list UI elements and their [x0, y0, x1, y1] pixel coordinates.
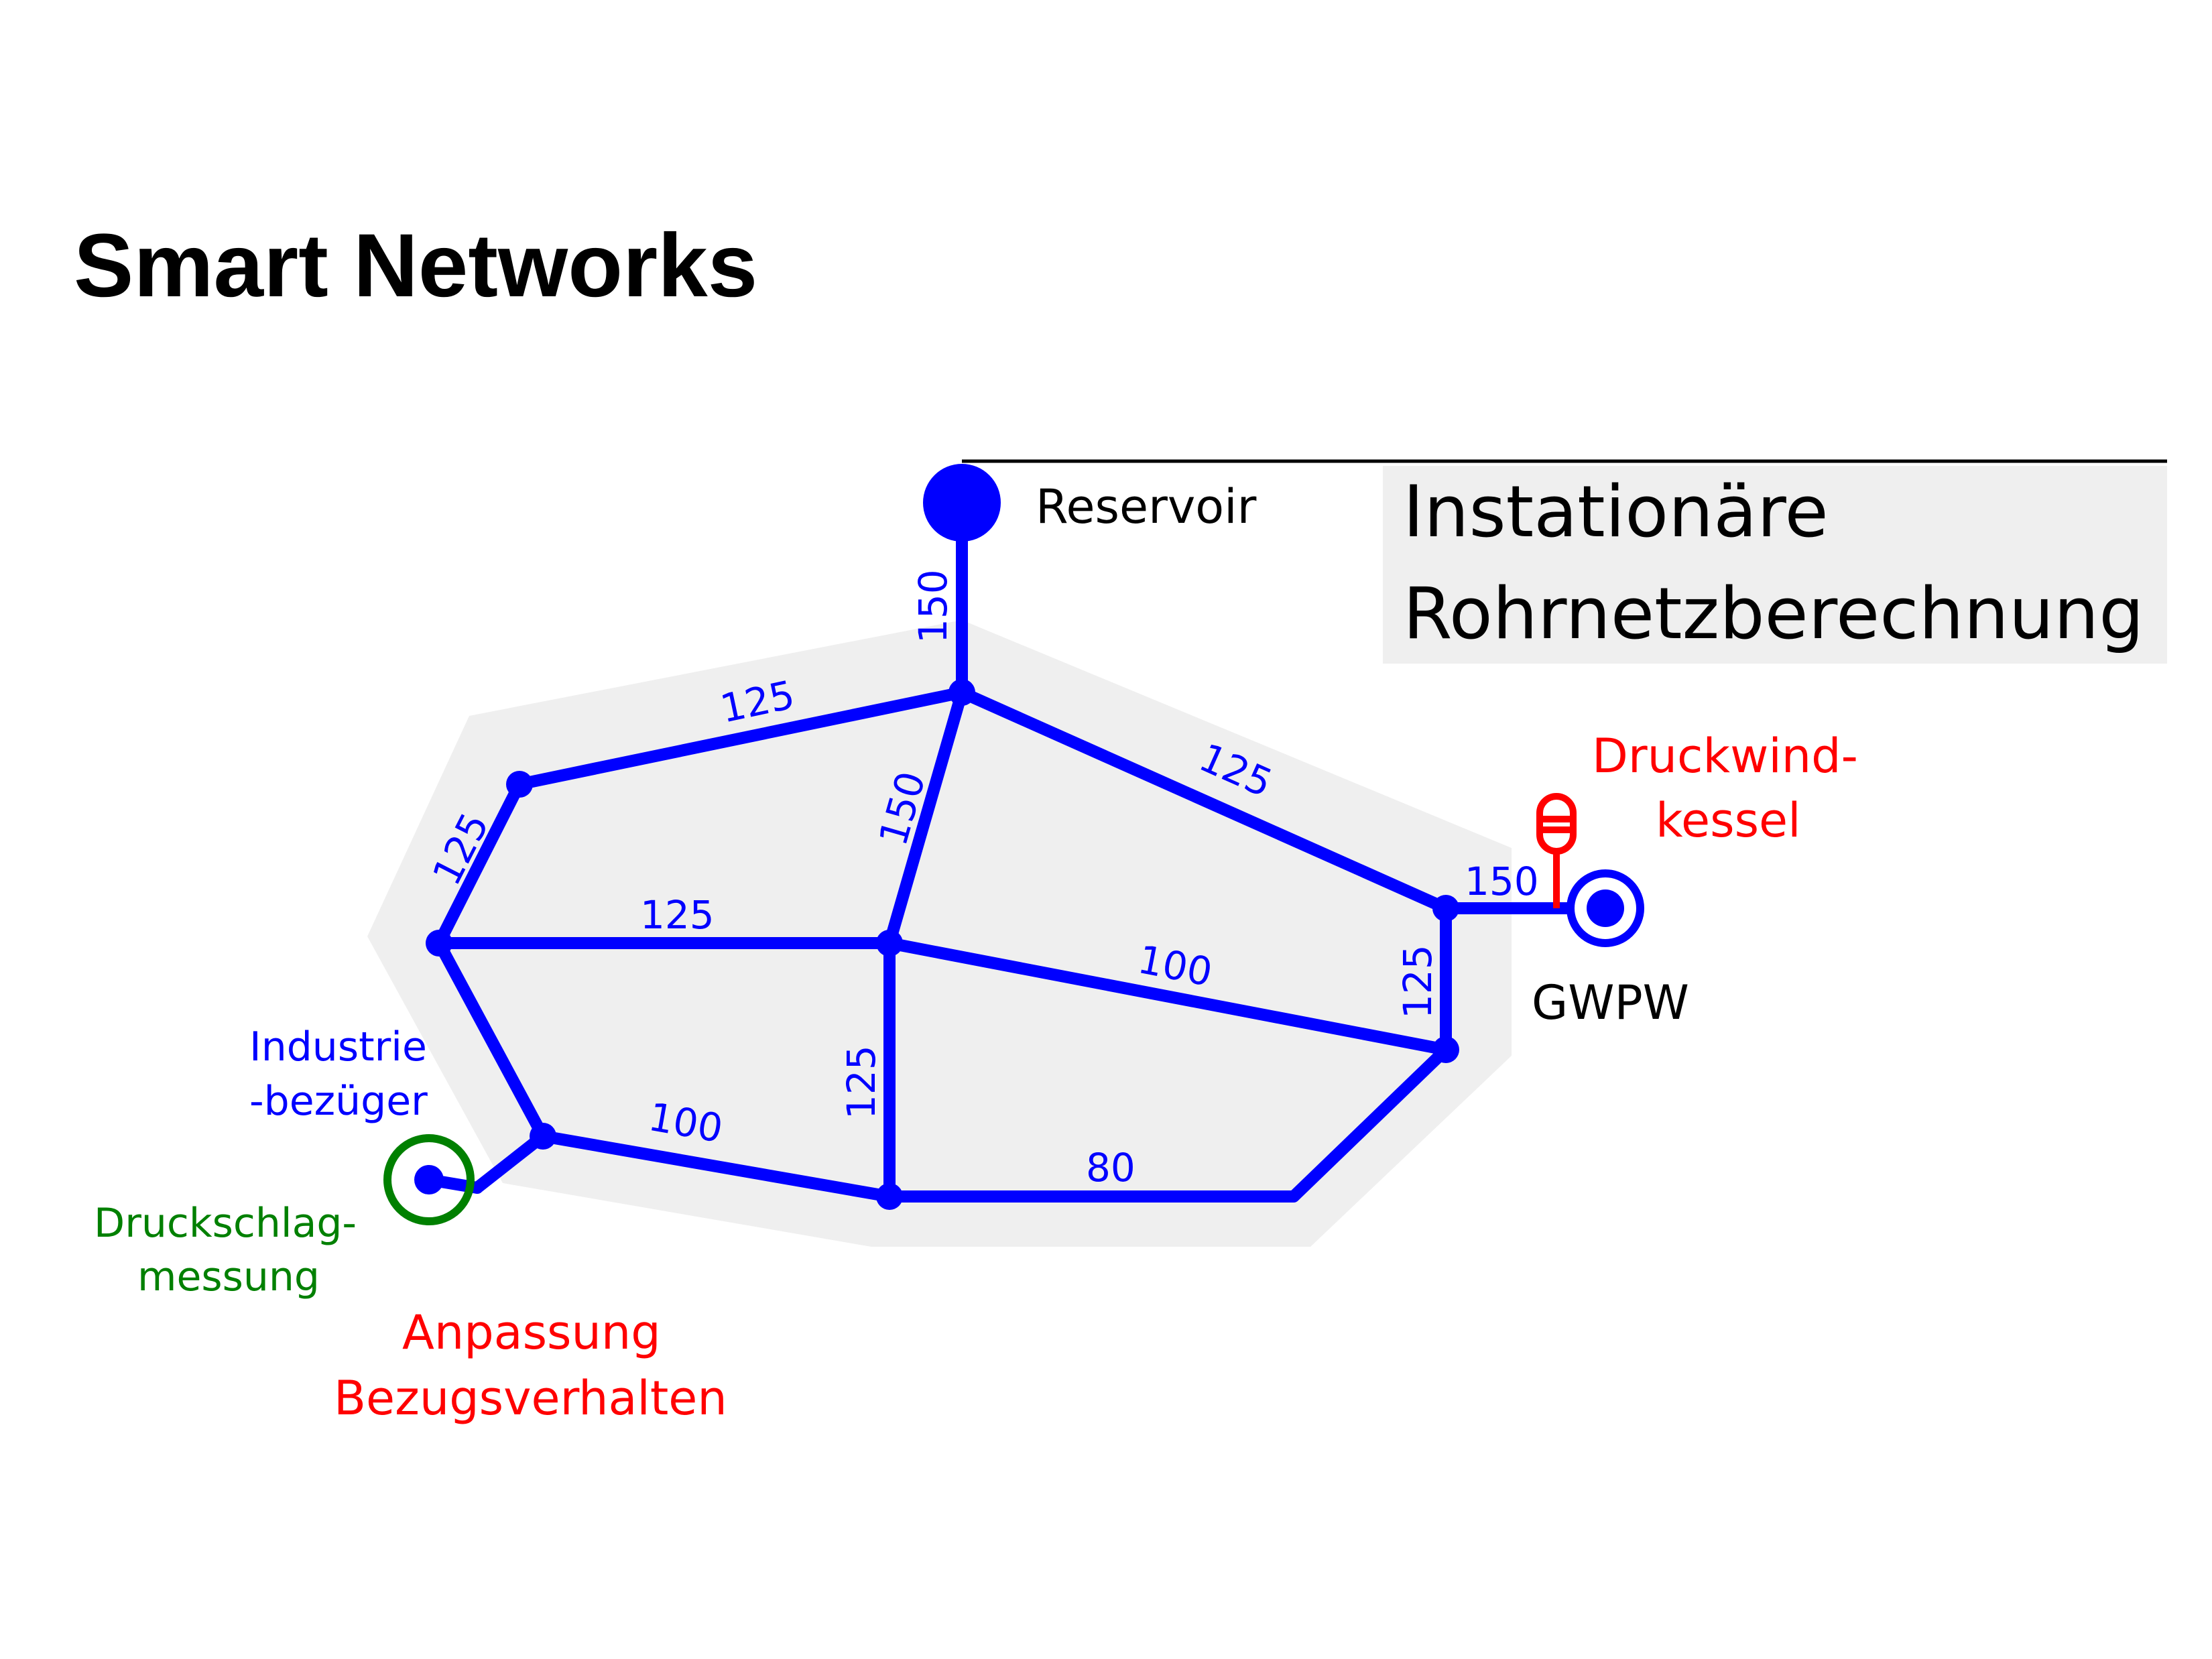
diameter-to-gwpw: 150 — [1465, 859, 1539, 904]
pipe-center-diagonal — [883, 686, 968, 949]
node-right-upper — [1432, 895, 1459, 922]
pipe-bottom — [883, 1044, 1452, 1203]
node-center — [876, 930, 903, 957]
diameter-center-vertical: 125 — [839, 1045, 884, 1119]
anpassung-label-line2: Bezugsverhalten — [334, 1371, 727, 1426]
pipe-left-upper — [433, 778, 526, 949]
pressure-measurement-ring-icon — [383, 1134, 475, 1225]
node-left-middle — [426, 930, 452, 957]
node-top — [948, 679, 975, 706]
industrie-label-line1: Industrie — [249, 1024, 427, 1070]
nodes — [426, 679, 1459, 1210]
node-center-lower — [876, 1183, 903, 1210]
title-box-background — [1383, 466, 2167, 664]
industrie-label-line2: -bezüger — [249, 1078, 428, 1125]
pipe-center-to-right — [883, 937, 1452, 1056]
box-title-line2: Rohrnetzberechnung — [1403, 572, 2144, 655]
diameter-middle-horizontal: 125 — [640, 892, 715, 938]
druckwindkessel-label-line2: kessel — [1656, 793, 1801, 848]
reservoir-icon — [923, 464, 1001, 542]
pipe-to-industrie — [471, 1130, 549, 1194]
anpassung-label-line1: Anpassung — [402, 1305, 661, 1360]
reservoir-label: Reservoir — [1036, 479, 1257, 534]
druckschlag-label-line1: Druckschlag- — [94, 1200, 357, 1247]
network-zone — [367, 620, 1512, 1247]
page-title: Smart Networks — [74, 216, 758, 316]
diameter-bottom: 80 — [1086, 1145, 1135, 1190]
industrie-node-icon — [414, 1165, 444, 1194]
druckschlag-label-line2: messung — [137, 1253, 320, 1300]
gwpw-center-icon — [1587, 889, 1624, 927]
node-right-lower — [1432, 1036, 1459, 1063]
gwpw-label: GWPW — [1532, 975, 1689, 1030]
diameter-reservoir-main: 150 — [910, 569, 956, 643]
pressure-vessel-icon — [1536, 793, 1577, 908]
node-left-upper — [506, 771, 533, 798]
druckwindkessel-label-line1: Druckwind- — [1592, 729, 1858, 784]
diameter-right-vertical: 125 — [1395, 944, 1440, 1019]
pipe-left-lower — [433, 937, 549, 1142]
pipe-top-left — [513, 686, 968, 790]
box-title-line1: Instationäre — [1403, 471, 1829, 553]
pipe-top-right — [956, 686, 1452, 914]
pipe-lower-left — [537, 1130, 896, 1203]
node-left-lower — [530, 1123, 556, 1150]
